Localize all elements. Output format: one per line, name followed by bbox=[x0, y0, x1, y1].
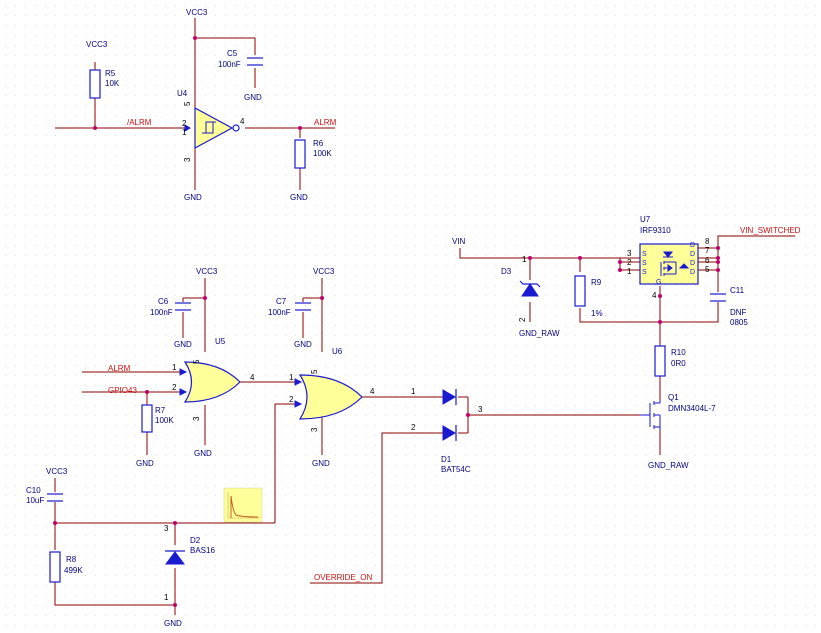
load-switch-circuit bbox=[459, 235, 795, 455]
d1-value: BAT54C bbox=[441, 465, 471, 474]
u6-or-gate bbox=[298, 374, 363, 420]
r8-value: 499K bbox=[64, 566, 83, 575]
r9-ref: R9 bbox=[591, 278, 602, 287]
r6-ref: R6 bbox=[313, 139, 324, 148]
c7-ref: C7 bbox=[276, 297, 287, 306]
rc-waveform-annotation bbox=[223, 487, 263, 523]
q1-ref: Q1 bbox=[668, 393, 679, 402]
c11-package: 0805 bbox=[730, 318, 748, 327]
gnd-label-c5: GND bbox=[244, 93, 262, 102]
vcc3-label-r5: VCC3 bbox=[86, 40, 108, 49]
gnd-label-r7: GND bbox=[136, 459, 154, 468]
u4-output-bubble bbox=[232, 124, 240, 132]
u5-or-gate bbox=[183, 361, 241, 403]
gnd-label-c7: GND bbox=[294, 340, 312, 349]
r7-resistor bbox=[141, 404, 153, 433]
d2-diode bbox=[165, 551, 185, 565]
c6-ref: C6 bbox=[158, 297, 169, 306]
d1-ref: D1 bbox=[441, 455, 452, 464]
gnd-label-u6: GND bbox=[312, 459, 330, 468]
d2-value: BAS16 bbox=[190, 546, 215, 555]
d1-diode-b bbox=[442, 425, 456, 441]
net-override-on: OVERRIDE_ON bbox=[314, 573, 372, 582]
q1-nmos bbox=[640, 400, 661, 430]
c6-value: 100nF bbox=[150, 308, 173, 317]
net-alrm-top: ALRM bbox=[314, 118, 337, 127]
grid-dots bbox=[5, 5, 816, 626]
d3-zener bbox=[521, 283, 539, 297]
u5-ref: U5 bbox=[215, 337, 226, 346]
u7-mosfet-package bbox=[639, 243, 699, 285]
c5-value: 100nF bbox=[218, 60, 241, 69]
gnd-raw-label-q1: GND_RAW bbox=[648, 461, 689, 470]
r8-ref: R8 bbox=[66, 555, 77, 564]
u6-ref: U6 bbox=[332, 347, 343, 356]
u4-schmitt-symbol bbox=[202, 121, 216, 134]
c11-ref: C11 bbox=[730, 286, 745, 295]
or-gates-circuit bbox=[55, 278, 640, 584]
u4-circuit bbox=[55, 18, 335, 190]
r10-ref: R10 bbox=[671, 348, 686, 357]
gnd-label-u5: GND bbox=[194, 449, 212, 458]
d1-diode-a bbox=[442, 389, 456, 405]
r7-ref: R7 bbox=[155, 406, 166, 415]
vcc3-label-u5: VCC3 bbox=[196, 267, 218, 276]
c7-value: 100nF bbox=[268, 308, 291, 317]
gnd-label-r6: GND bbox=[290, 193, 308, 202]
u4-ref: U4 bbox=[177, 89, 188, 98]
gnd-raw-label-d3: GND_RAW bbox=[519, 329, 560, 338]
d2-ref: D2 bbox=[190, 536, 201, 545]
vcc3-label-u4: VCC3 bbox=[186, 8, 208, 17]
r6-value: 100K bbox=[313, 149, 332, 158]
vcc3-label-c10: VCC3 bbox=[46, 467, 68, 476]
c10-value: 10uF bbox=[26, 496, 44, 505]
gnd-label-u4: GND bbox=[184, 193, 202, 202]
u7-value: IRF9310 bbox=[640, 226, 671, 235]
net-alrm-u5: ALRM bbox=[108, 364, 131, 373]
r6-resistor bbox=[294, 139, 306, 169]
r9-value: 1% bbox=[591, 309, 603, 318]
q1-value: DMN3404L-7 bbox=[668, 404, 716, 413]
u7-mosfet-symbol bbox=[660, 251, 690, 276]
c11-value: DNF bbox=[730, 308, 747, 317]
r10-value: 0R0 bbox=[671, 359, 686, 368]
net-alrm-n: /ALRM bbox=[127, 118, 152, 127]
c5-ref: C5 bbox=[227, 49, 238, 58]
net-gpio43: GPIO43 bbox=[108, 386, 137, 395]
r10-resistor bbox=[654, 345, 666, 377]
u7-ref: U7 bbox=[640, 215, 651, 224]
r8-resistor bbox=[49, 551, 61, 583]
vin-label: VIN bbox=[452, 237, 466, 246]
r5-ref: R5 bbox=[105, 69, 116, 78]
d3-ref: D3 bbox=[501, 267, 512, 276]
vcc3-label-u6: VCC3 bbox=[313, 267, 335, 276]
gnd-label-d2: GND bbox=[164, 619, 182, 628]
r5-value: 10K bbox=[105, 79, 120, 88]
vin-switched-label: VIN_SWITCHED bbox=[740, 226, 801, 235]
r9-resistor bbox=[574, 275, 586, 307]
power-on-reset-circuit bbox=[47, 478, 263, 615]
c10-ref: C10 bbox=[26, 486, 41, 495]
r7-value: 100K bbox=[155, 416, 174, 425]
gnd-label-c6: GND bbox=[174, 340, 192, 349]
r5-resistor bbox=[89, 69, 101, 99]
